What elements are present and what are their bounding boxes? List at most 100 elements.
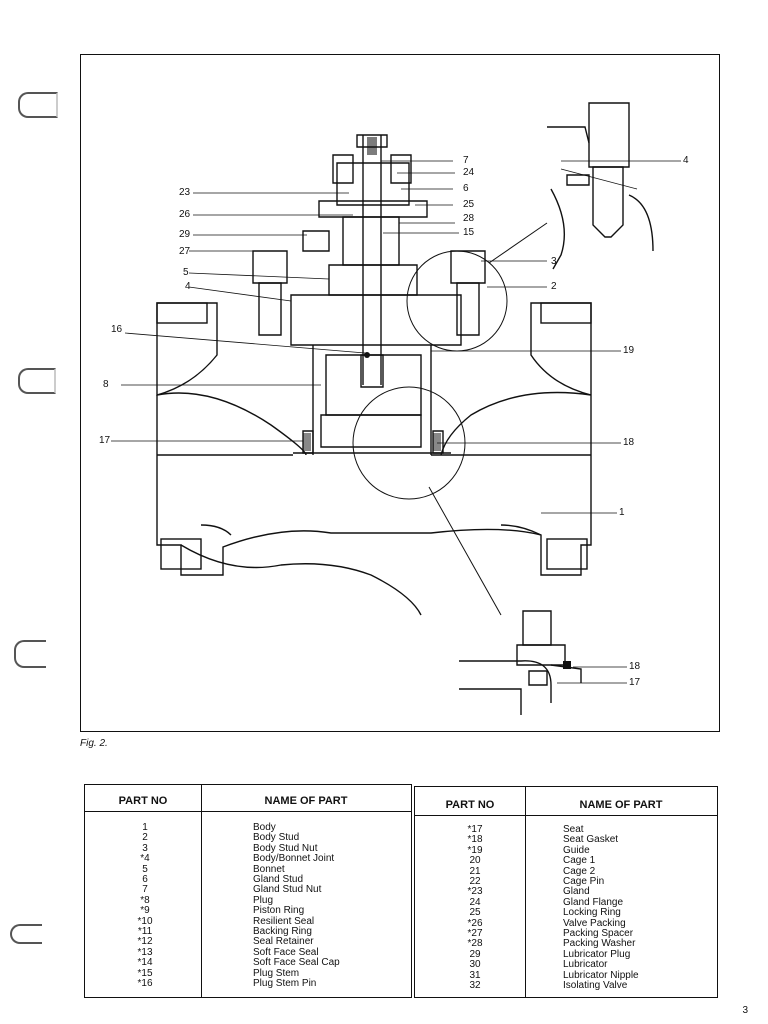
parts-table-left: PART NO NAME OF PART 1 2 3 *4 5 6 7 *8 *… — [84, 784, 412, 998]
part-no-cell: 22 — [469, 876, 481, 888]
binder-hole-top — [18, 92, 58, 118]
part-no-cell: 25 — [469, 907, 481, 919]
part-no-cell: 2 — [142, 832, 148, 844]
binder-hole-middle — [18, 368, 56, 394]
callout-16: 16 — [111, 324, 123, 335]
part-name-cell: Plug Stem Pin — [253, 978, 317, 990]
part-name-cell: Guide — [563, 844, 590, 856]
callout-1: 1 — [619, 507, 625, 518]
part-name-cell: Gland Stud Nut — [253, 884, 322, 896]
callout-4: 4 — [185, 281, 191, 292]
part-no-cell: 3 — [142, 842, 148, 854]
part-no-cell: *18 — [467, 834, 483, 846]
part-name-cell: Body Stud Nut — [253, 842, 318, 854]
part-name-cell: Piston Ring — [253, 905, 305, 917]
part-name-cell: Bonnet — [253, 863, 285, 875]
callout-23: 23 — [179, 187, 191, 198]
part-name-cell: Locking Ring — [563, 907, 621, 919]
part-no-cell: *19 — [467, 844, 483, 856]
callout-5: 5 — [183, 267, 189, 278]
callout-29: 29 — [179, 229, 191, 240]
part-name-cell: Body/Bonnet Joint — [253, 853, 335, 865]
callout-4-detail: 4 — [683, 155, 689, 166]
part-name-cell: Packing Washer — [563, 938, 636, 950]
callout-3: 3 — [551, 256, 557, 267]
header-rule — [85, 811, 411, 812]
callout-17-detail: 17 — [629, 677, 641, 688]
part-no-cell: *10 — [137, 915, 153, 927]
part-no-cell: 24 — [469, 896, 481, 908]
part-no-cell: 5 — [142, 863, 148, 875]
callout-7: 7 — [463, 155, 469, 166]
header-name-of-part: NAME OF PART — [579, 799, 663, 811]
part-name-column: Seat Seat Gasket Guide Cage 1 Cage 2 Cag… — [563, 824, 639, 992]
callout-18-detail: 18 — [629, 661, 641, 672]
part-name-cell: Body — [253, 822, 276, 833]
part-no-cell: 7 — [142, 884, 148, 896]
header-part-no: PART NO — [445, 799, 495, 811]
part-number-column: *17 *18 *19 20 21 22 *23 24 25 *26 *27 *… — [435, 824, 515, 992]
header-rule — [415, 815, 717, 816]
part-name-cell: Cage Pin — [563, 876, 605, 888]
part-no-cell: *12 — [137, 936, 153, 948]
part-no-cell: *9 — [140, 905, 150, 917]
part-name-cell: Lubricator — [563, 959, 608, 971]
part-no-cell: *15 — [137, 967, 153, 979]
binder-hole-lower — [14, 640, 46, 668]
part-no-cell: 31 — [469, 969, 481, 981]
part-no-cell: *14 — [137, 957, 153, 969]
callout-8: 8 — [103, 379, 109, 390]
part-name-cell: Cage 1 — [563, 855, 596, 867]
part-name-cell: Seal Retainer — [253, 936, 314, 948]
header-name-of-part: NAME OF PART — [264, 795, 348, 807]
part-name-cell: Isolating Valve — [563, 980, 628, 992]
part-name-cell: Gland Flange — [563, 896, 624, 908]
callout-6: 6 — [463, 183, 469, 194]
part-no-cell: 20 — [469, 855, 481, 867]
part-name-cell: Gland Stud — [253, 874, 304, 886]
callout-25: 25 — [463, 199, 475, 210]
part-name-cell: Soft Face Seal — [253, 946, 319, 958]
figure-frame: 7 24 6 25 28 15 23 26 29 27 5 4 3 2 4 16… — [80, 54, 720, 732]
callout-15: 15 — [463, 227, 475, 238]
part-name-cell: Seat Gasket — [563, 834, 619, 846]
header-part-no: PART NO — [118, 795, 168, 807]
part-no-cell: *13 — [137, 946, 153, 958]
part-no-cell: 29 — [469, 948, 481, 960]
callout-28: 28 — [463, 213, 475, 224]
part-no-cell: 6 — [142, 874, 148, 886]
part-name-cell: Lubricator Nipple — [563, 969, 639, 981]
part-name-cell: Soft Face Seal Cap — [253, 957, 340, 969]
part-name-cell: Body Stud — [253, 832, 300, 844]
part-no-cell: *28 — [467, 938, 483, 950]
callout-24: 24 — [463, 167, 475, 178]
part-name-cell: Lubricator Plug — [563, 948, 631, 960]
part-no-cell: *8 — [140, 894, 150, 906]
part-no-cell: *16 — [137, 978, 153, 990]
column-divider — [201, 785, 202, 997]
callout-18: 18 — [623, 437, 635, 448]
part-no-cell: 21 — [469, 865, 481, 877]
figure-caption: Fig. 2. — [80, 738, 108, 749]
part-name-cell: Plug — [253, 894, 274, 906]
part-name-cell: Resilient Seal — [253, 915, 315, 927]
callout-17: 17 — [99, 435, 111, 446]
column-divider — [525, 787, 526, 997]
part-name-cell: Valve Packing — [563, 917, 626, 929]
part-no-cell: 32 — [469, 980, 481, 992]
part-no-cell: *26 — [467, 917, 483, 929]
part-no-cell: *11 — [137, 926, 153, 938]
part-number-column: 1 2 3 *4 5 6 7 *8 *9 *10 *11 *12 *13 *14… — [105, 822, 185, 990]
parts-table-right: PART NO NAME OF PART *17 *18 *19 20 21 2… — [414, 786, 718, 998]
part-name-cell: Cage 2 — [563, 865, 596, 877]
callout-2: 2 — [551, 281, 557, 292]
part-no-cell: *4 — [140, 853, 150, 865]
callout-26: 26 — [179, 209, 191, 220]
part-no-cell: *17 — [467, 824, 483, 835]
callout-27: 27 — [179, 246, 191, 257]
part-no-cell: 1 — [142, 822, 148, 833]
part-name-cell: Packing Spacer — [563, 928, 634, 940]
part-name-cell: Seat — [563, 824, 584, 835]
page-number: 3 — [742, 1005, 748, 1016]
part-name-cell: Backing Ring — [253, 926, 312, 938]
